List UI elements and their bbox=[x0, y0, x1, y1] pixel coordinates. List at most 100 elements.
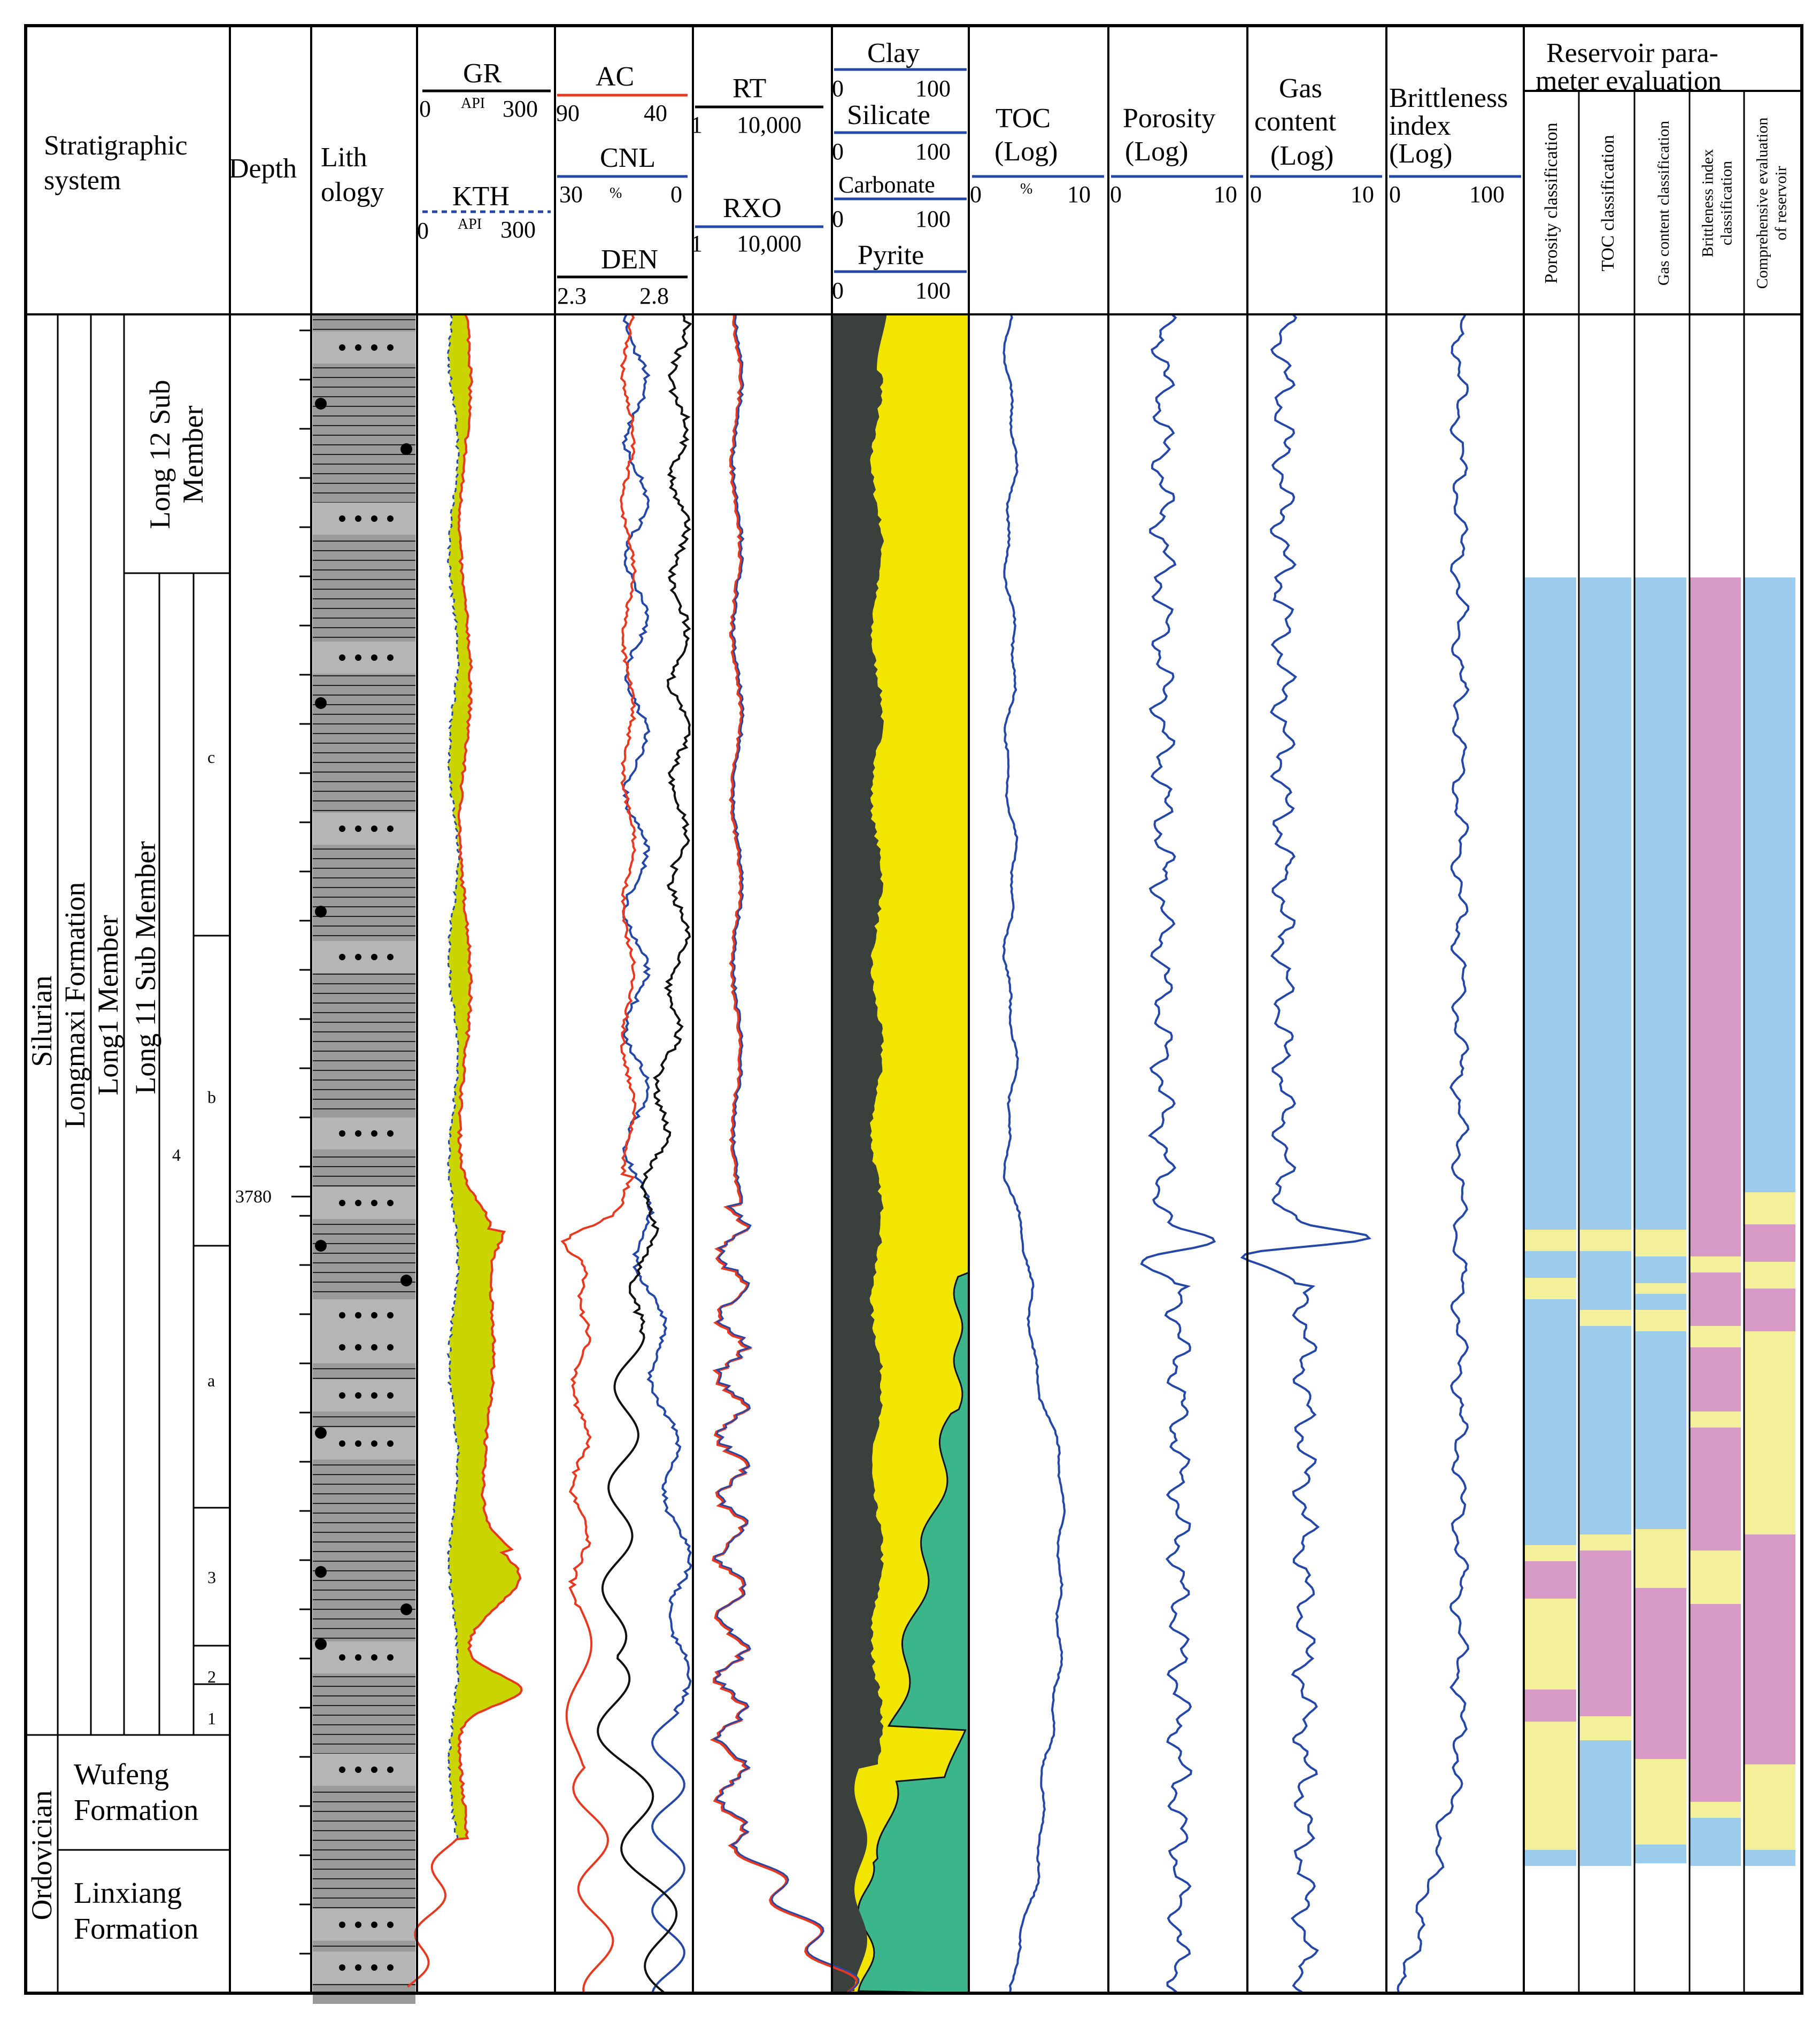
brittle-header: Brittleness bbox=[1389, 83, 1508, 113]
porosity-max: 10 bbox=[1214, 181, 1237, 207]
layer-4: 4 bbox=[172, 1145, 181, 1164]
silt-dot bbox=[355, 1964, 361, 1971]
system-silurian: Silurian bbox=[26, 975, 58, 1067]
reservoir-band bbox=[1525, 1561, 1576, 1599]
silt-dot bbox=[355, 826, 361, 832]
silt-dot bbox=[371, 1964, 377, 1971]
lithology-column bbox=[313, 314, 415, 2004]
silt-dot bbox=[355, 1654, 361, 1661]
layer-a: a bbox=[207, 1371, 215, 1390]
reservoir-band bbox=[1690, 1604, 1741, 1802]
reservoir-band bbox=[1580, 577, 1631, 1230]
res-col-toc: TOC classification bbox=[1598, 135, 1618, 272]
silt-dot bbox=[387, 954, 394, 960]
silt-band bbox=[313, 1641, 415, 1673]
rt-curve bbox=[712, 314, 860, 1993]
gr-min: 0 bbox=[419, 96, 431, 122]
gas-max: 10 bbox=[1351, 181, 1374, 207]
gas-header: Gas bbox=[1279, 73, 1322, 104]
pyrite-nodule bbox=[400, 1603, 412, 1615]
layer-1: 1 bbox=[207, 1709, 216, 1728]
silicate-max: 100 bbox=[915, 138, 951, 165]
kth-curve bbox=[446, 314, 460, 1839]
reservoir-band bbox=[1690, 577, 1741, 1256]
formation-wufeng: Wufeng Formation bbox=[74, 1758, 199, 1827]
silt-dot bbox=[355, 1344, 361, 1351]
reservoir-band bbox=[1525, 1690, 1576, 1722]
reservoir-band bbox=[1635, 1529, 1686, 1588]
den-curve bbox=[597, 314, 692, 1993]
reservoir-band bbox=[1690, 1802, 1741, 1818]
reservoir-band bbox=[1525, 1299, 1576, 1545]
porosity-sub: (Log) bbox=[1125, 136, 1189, 167]
silt-dot bbox=[371, 1130, 377, 1137]
silt-dot bbox=[339, 1767, 345, 1773]
silt-dot bbox=[371, 515, 377, 522]
gas-content-curve bbox=[1240, 313, 1372, 1993]
reservoir-band bbox=[1580, 1251, 1631, 1310]
gr-header: GR bbox=[463, 58, 502, 89]
pyrite-nodule bbox=[400, 1275, 412, 1286]
silt-band bbox=[313, 1379, 415, 1411]
gr-curve bbox=[407, 314, 523, 1988]
reservoir-band bbox=[1580, 1716, 1631, 1740]
cnl-max: 0 bbox=[670, 181, 682, 207]
reservoir-band bbox=[1690, 1272, 1741, 1326]
den-min: 2.3 bbox=[557, 283, 587, 309]
pyrite-nodule bbox=[315, 1427, 327, 1439]
rxo-min: 1 bbox=[691, 230, 703, 257]
clay-fill bbox=[832, 314, 887, 1993]
reservoir-band bbox=[1690, 1411, 1741, 1428]
depth-header: Depth bbox=[229, 153, 297, 184]
rt-max: 10,000 bbox=[737, 112, 801, 138]
silt-dot bbox=[339, 1344, 345, 1351]
gas-sub: (Log) bbox=[1270, 141, 1334, 171]
reservoir-band bbox=[1635, 577, 1686, 1230]
carbonate-max: 100 bbox=[915, 206, 951, 232]
reservoir-band bbox=[1580, 1551, 1631, 1716]
silt-band bbox=[313, 642, 415, 674]
silt-dot bbox=[339, 1440, 345, 1447]
cnl-unit: % bbox=[610, 185, 622, 202]
reservoir-band bbox=[1580, 1310, 1631, 1326]
depth-marker-3780: 3780 bbox=[235, 1187, 272, 1207]
frame bbox=[24, 24, 1803, 1995]
rt-header: RT bbox=[732, 73, 767, 104]
silt-band bbox=[313, 1428, 415, 1460]
brittle-header-2: index bbox=[1389, 111, 1451, 141]
pyrite-nodule bbox=[315, 398, 327, 410]
silt-dot bbox=[371, 954, 377, 960]
reservoir-band bbox=[1525, 1230, 1576, 1251]
den-max: 2.8 bbox=[639, 283, 669, 309]
silt-dot bbox=[339, 654, 345, 661]
clay-min: 0 bbox=[832, 75, 844, 102]
silt-dot bbox=[387, 1130, 394, 1137]
silt-band bbox=[313, 1331, 415, 1363]
pyrite-nodule bbox=[315, 697, 327, 709]
silt-band bbox=[313, 1187, 415, 1219]
ac-min: 90 bbox=[556, 100, 580, 126]
brittle-max: 100 bbox=[1469, 181, 1505, 207]
silt-dot bbox=[371, 826, 377, 832]
silt-dot bbox=[355, 1312, 361, 1318]
pyrite-min: 0 bbox=[832, 277, 844, 304]
cnl-min: 30 bbox=[559, 181, 583, 207]
silt-band bbox=[313, 1909, 415, 1941]
brittle-min: 0 bbox=[1389, 181, 1401, 207]
silt-dot bbox=[355, 1767, 361, 1773]
silt-dot bbox=[355, 1922, 361, 1928]
toc-unit: % bbox=[1020, 181, 1033, 197]
reservoir-band bbox=[1635, 1283, 1686, 1294]
silt-dot bbox=[371, 1767, 377, 1773]
toc-sub: (Log) bbox=[994, 136, 1058, 167]
reservoir-header-1: Reservoir para- bbox=[1546, 38, 1718, 68]
silt-dot bbox=[339, 1130, 345, 1137]
silt-dot bbox=[387, 344, 394, 351]
reservoir-band bbox=[1690, 1818, 1741, 1866]
member-long1: Long1 Member bbox=[92, 915, 124, 1096]
carbonate-header: Carbonate bbox=[838, 172, 935, 198]
silt-band bbox=[313, 1754, 415, 1786]
toc-max: 10 bbox=[1067, 181, 1091, 207]
silt-dot bbox=[339, 1200, 345, 1206]
